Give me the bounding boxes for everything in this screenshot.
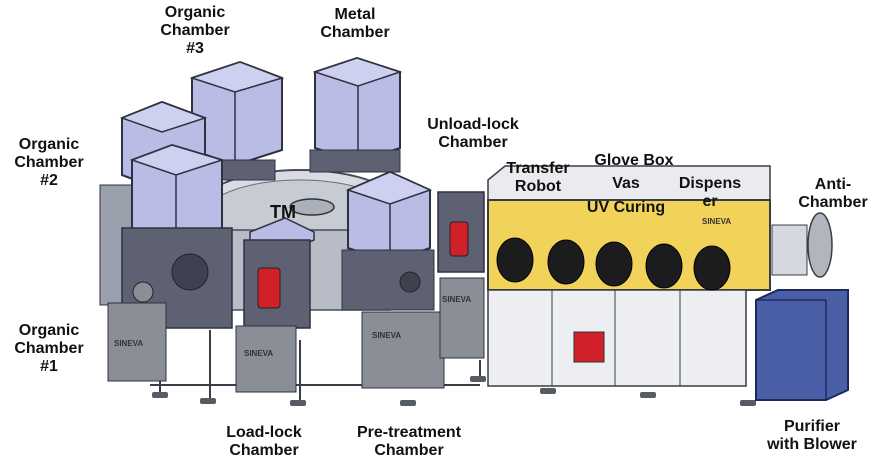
purifier-unit [755,289,849,401]
glove-box-unit [487,165,771,387]
unload-lock-chamber-unit [437,191,485,359]
label-line: with Blower [767,436,857,453]
label-organic-chamber-2: Organic Chamber #2 [4,136,94,190]
label-line: Transfer [506,160,570,177]
label-line: Glove Box [594,152,674,169]
label-line: Vas [612,175,640,192]
label-line: Pre-treatment [356,424,462,441]
label-line: #1 [40,358,58,375]
label-uv-curing: UV Curing [576,199,676,217]
feet [152,376,756,406]
label-line: UV Curing [586,199,666,216]
label-metal-chamber: Metal Chamber [310,6,400,42]
label-line: Chamber [438,134,508,151]
brand-badges: SINEVA SINEVA SINEVA SINEVA SINEVA [114,217,731,358]
brand-badge-2: SINEVA [244,349,273,358]
label-line: Chamber [798,194,868,211]
organic-chamber-1-unit [107,143,233,382]
label-transfer-robot: Transfer Robot [498,160,578,196]
label-line: #2 [40,172,58,189]
label-line: Dispens [678,175,742,192]
brand-badge-4: SINEVA [442,295,471,304]
label-line: Anti- [814,176,852,193]
load-lock-chamber-unit [235,217,315,393]
label-line: Load-lock [226,424,302,441]
brand-badge-3: SINEVA [372,331,401,340]
label-line: Chamber [320,24,390,41]
label-line: er [702,193,718,210]
label-line: #3 [186,40,204,57]
label-organic-chamber-1: Organic Chamber #1 [4,322,94,376]
label-purifier-with-blower: Purifier with Blower [760,418,864,454]
label-line: Purifier [783,418,840,435]
tm-label: TM [270,202,296,222]
label-pre-treatment-chamber: Pre-treatment Chamber [338,424,480,460]
label-line: Chamber [14,154,84,171]
label-organic-chamber-3: Organic Chamber #3 [145,4,245,58]
label-line: Chamber [160,22,230,39]
brand-badge-5: SINEVA [702,217,731,226]
label-line: Unload-lock [427,116,519,133]
anti-chamber-unit [771,212,833,278]
label-line: Organic [18,322,80,339]
brand-badge-1: SINEVA [114,339,143,348]
label-line: Metal [334,6,376,23]
label-line: Organic [18,136,80,153]
label-anti-chamber: Anti- Chamber [790,176,876,212]
label-line: Robot [514,178,562,195]
pre-treatment-chamber-unit [341,170,445,389]
label-load-lock-chamber: Load-lock Chamber [212,424,316,460]
label-dispenser: Dispens er [668,175,752,211]
label-line: Organic [164,4,226,21]
label-line: Chamber [229,442,299,459]
metal-chamber-unit [309,56,403,173]
label-glove-box: Glove Box [588,152,680,170]
label-line: Chamber [14,340,84,357]
label-vas: Vas [606,175,646,193]
label-unload-lock-chamber: Unload-lock Chamber [414,116,532,152]
label-line: Chamber [374,442,444,459]
